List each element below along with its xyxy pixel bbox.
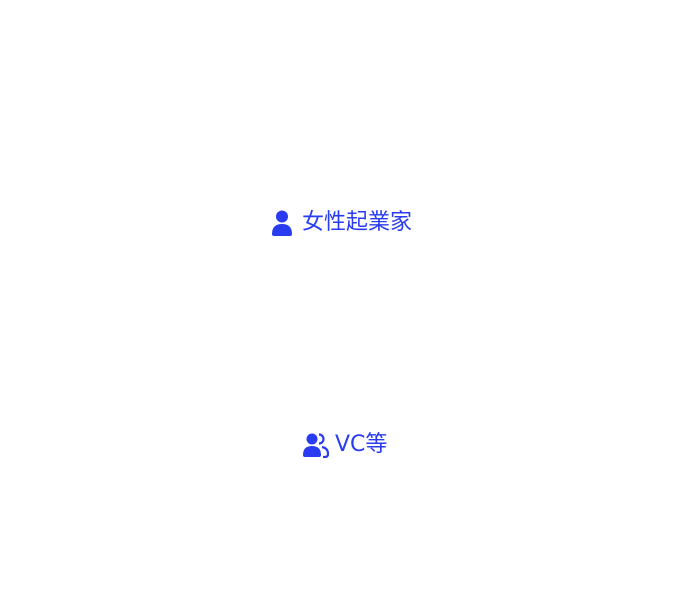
user-icon bbox=[272, 210, 292, 236]
audience-item-vc: VC等 bbox=[303, 432, 387, 458]
users-icon bbox=[303, 433, 329, 458]
audience-label: 女性起業家 bbox=[302, 210, 413, 235]
audience-label: VC等 bbox=[335, 432, 388, 457]
audience-item-female-entrepreneurs: 女性起業家 bbox=[272, 210, 412, 236]
